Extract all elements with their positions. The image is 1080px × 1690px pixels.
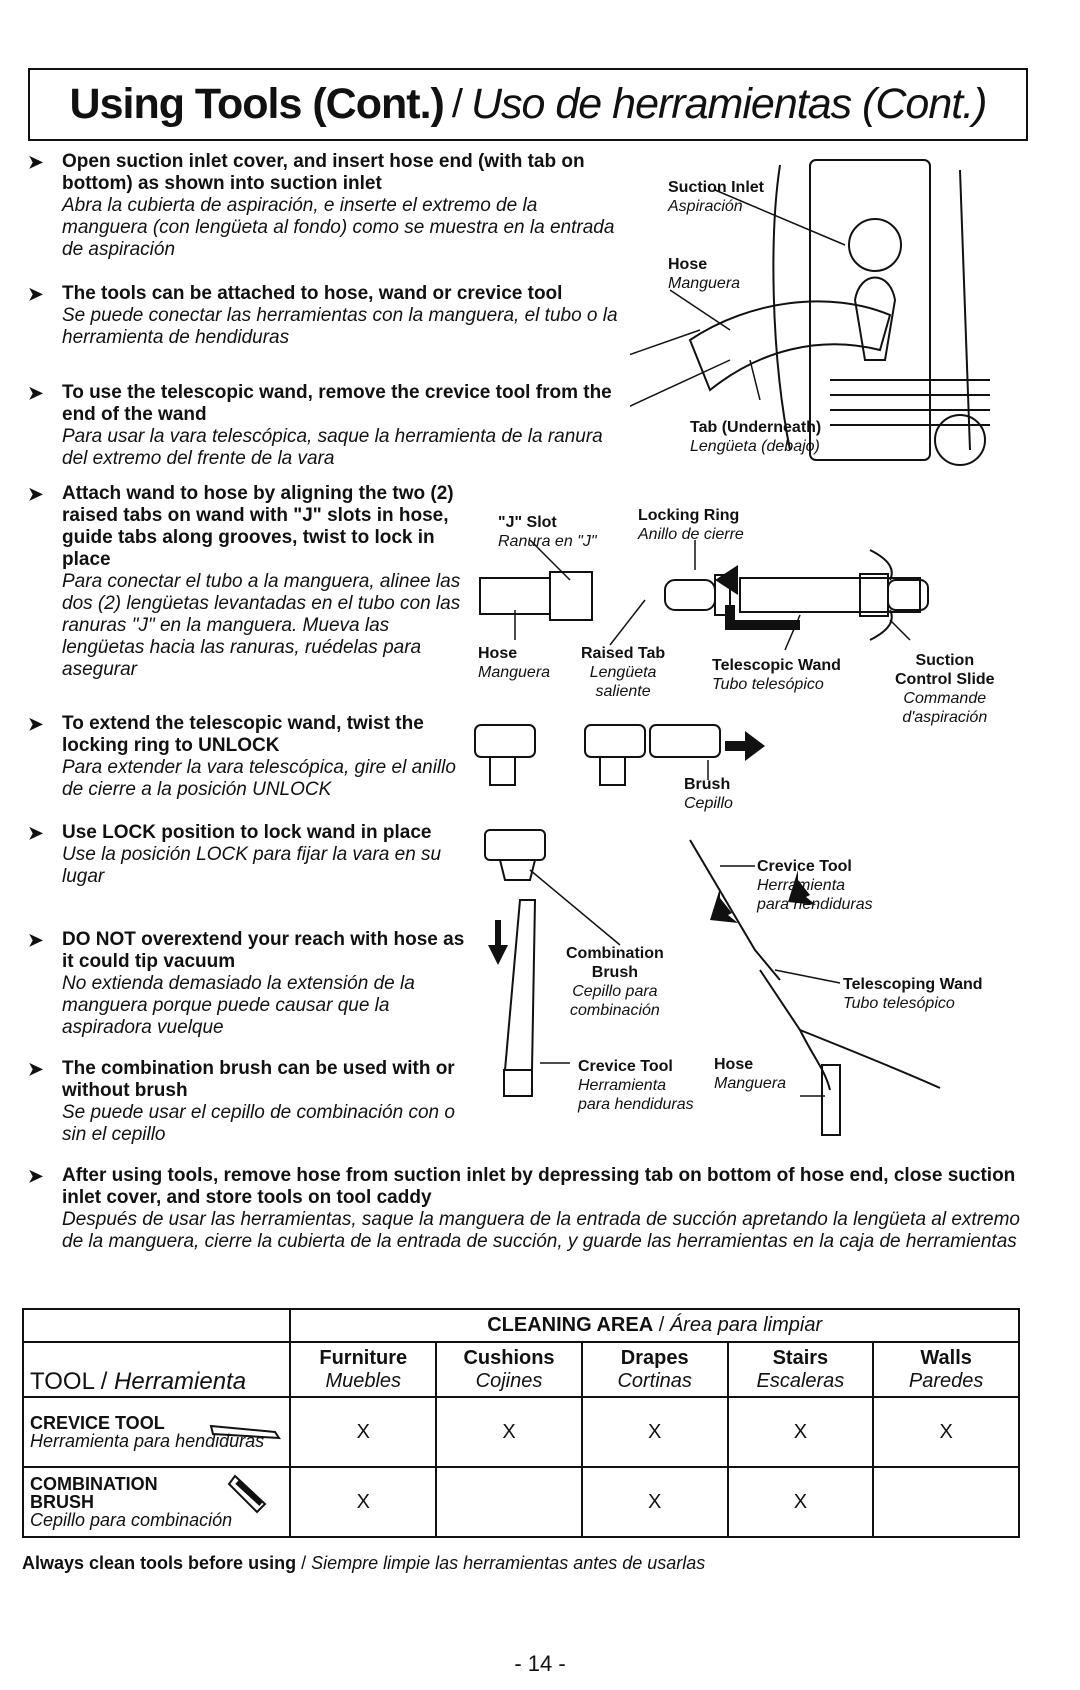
- mark-cell: [435, 1466, 583, 1538]
- mark-cell: X: [726, 1466, 875, 1538]
- mark-cell: [872, 1466, 1020, 1538]
- arrow-bullet-icon: ➤: [28, 284, 44, 304]
- wand-assembly-illustration: [474, 540, 929, 786]
- table-corner-cell: [21, 1308, 292, 1343]
- mark-cell: X: [872, 1396, 1020, 1468]
- cleaning-area-header: CLEANING AREA / Área para limpiar: [289, 1308, 1020, 1343]
- arrow-bullet-icon: ➤: [28, 152, 44, 172]
- arrow-bullet-icon: ➤: [28, 930, 44, 950]
- mark-cell: X: [580, 1396, 729, 1468]
- arrow-bullet-icon: ➤: [28, 484, 44, 504]
- title-spanish: Uso de herramientas (Cont.): [470, 80, 987, 128]
- page-number: - 14 -: [514, 1651, 566, 1676]
- arrow-bullet-icon: ➤: [28, 1166, 44, 1186]
- combination-brush-crevice-illustration: [484, 829, 941, 1136]
- arrow-bullet-icon: ➤: [28, 1059, 44, 1079]
- mark-cell: X: [726, 1396, 875, 1468]
- mark-cell: X: [435, 1396, 583, 1468]
- tool-header: TOOL / Herramienta: [21, 1341, 292, 1398]
- mark-cell: X: [289, 1396, 438, 1468]
- title-separator: /: [451, 82, 463, 126]
- suction-inlet-illustration: [630, 159, 990, 466]
- page-title: Using Tools (Cont.) / Uso de herramienta…: [28, 68, 1028, 141]
- footer-note: Always clean tools before using / Siempr…: [22, 1553, 706, 1573]
- crevice-tool-icon: [210, 1424, 282, 1440]
- arrow-bullet-icon: ➤: [28, 383, 44, 403]
- mark-cell: X: [580, 1466, 729, 1538]
- arrow-bullet-icon: ➤: [28, 823, 44, 843]
- title-english: Using Tools (Cont.): [69, 80, 445, 128]
- arrow-bullet-icon: ➤: [28, 714, 44, 734]
- mark-cell: X: [289, 1466, 438, 1538]
- combination-brush-icon: [228, 1474, 267, 1514]
- cleaning-area-table: CLEANING AREA / Área para limpiar TOOL /…: [21, 1308, 1020, 1538]
- tab-underneath-label: Tab (Underneath)Lengüeta (debajo): [690, 419, 822, 455]
